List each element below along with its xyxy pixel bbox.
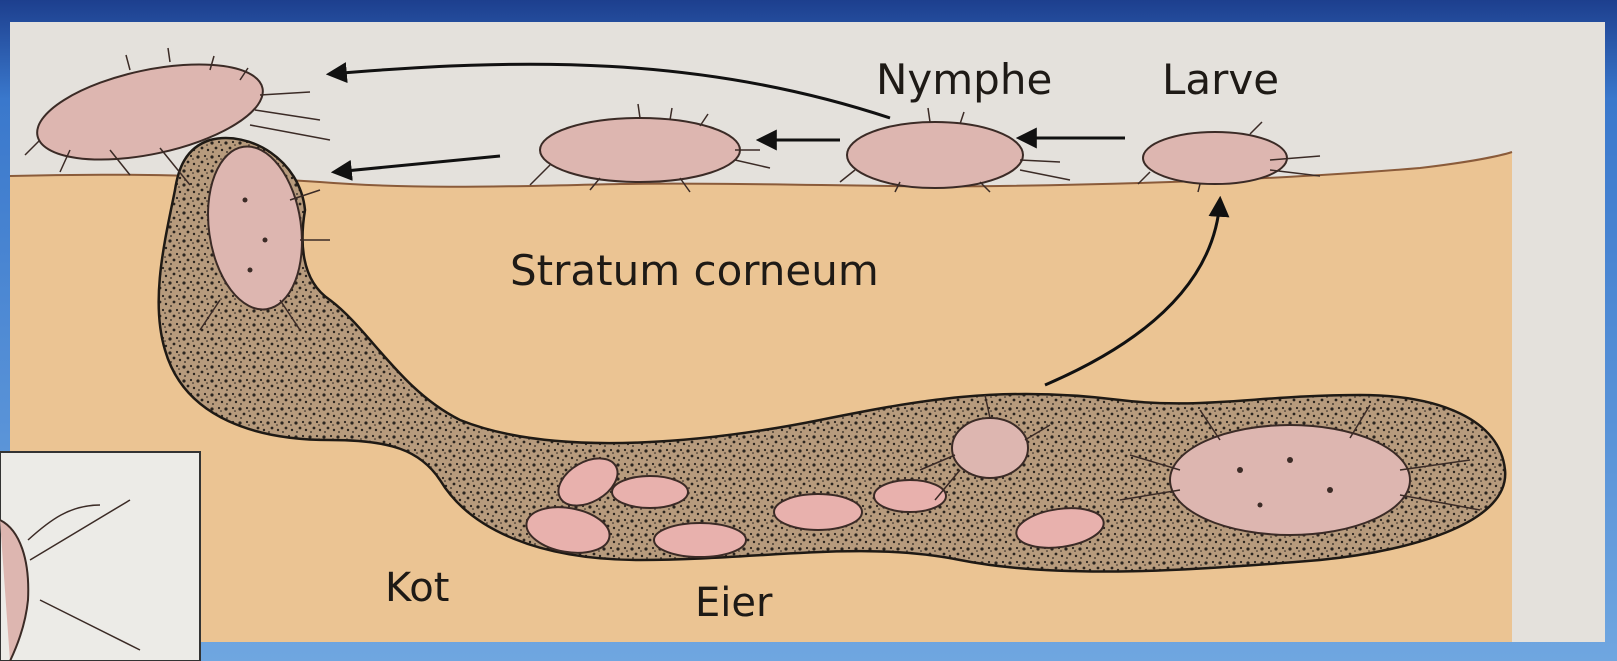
inset-panel <box>0 452 200 661</box>
egg <box>654 523 746 557</box>
label-nymphe: Nymphe <box>876 55 1052 104</box>
label-stratum-corneum: Stratum corneum <box>510 246 879 295</box>
egg <box>774 494 862 530</box>
label-kot: Kot <box>385 565 449 611</box>
label-larve: Larve <box>1162 55 1279 104</box>
egg <box>874 480 946 512</box>
egg <box>612 476 688 508</box>
label-eier: Eier <box>695 580 773 626</box>
